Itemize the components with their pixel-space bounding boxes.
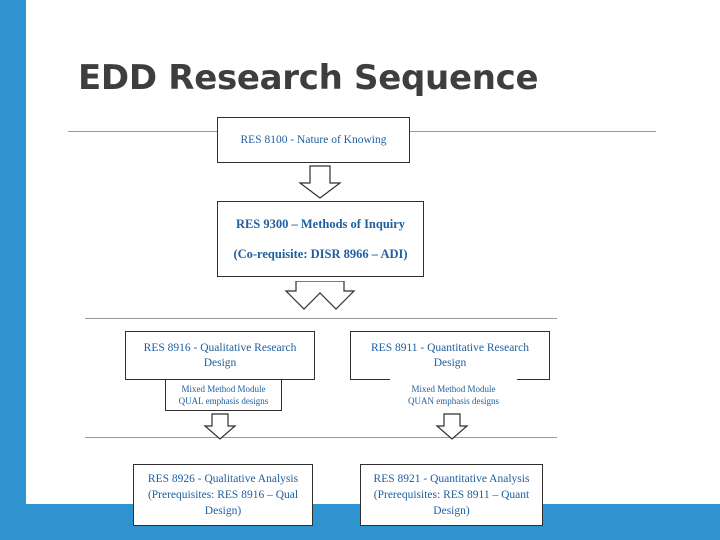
arrow-8100-to-9300-icon xyxy=(298,165,342,199)
node-res9300[interactable]: RES 9300 – Methods of Inquiry (Co-requis… xyxy=(217,201,424,277)
node-res9300-line-2: (Co-requisite: DISR 8966 – ADI) xyxy=(233,247,408,261)
node-mixed-method-quan-line-2: QUAN emphasis designs xyxy=(408,396,499,406)
arrow-8911-to-8921-icon xyxy=(435,413,469,440)
node-res8921-line-3: Design) xyxy=(433,505,470,517)
node-res8100[interactable]: RES 8100 - Nature of Knowing xyxy=(217,117,410,163)
node-mixed-method-qual[interactable]: Mixed Method Module QUAL emphasis design… xyxy=(165,379,282,411)
node-res8921-line-2: (Prerequisites: RES 8911 – Quant xyxy=(373,489,530,501)
arrow-9300-split-icon xyxy=(284,281,356,310)
node-res8916[interactable]: RES 8916 - Qualitative Research Design xyxy=(125,331,315,380)
divider-middle xyxy=(85,318,557,319)
node-res8911[interactable]: RES 8911 - Quantitative Research Design xyxy=(350,331,550,380)
node-mixed-method-quan[interactable]: Mixed Method Module QUAN emphasis design… xyxy=(390,379,517,411)
page-title: EDD Research Sequence xyxy=(78,58,539,98)
node-res8926-line-3: Design) xyxy=(204,505,242,517)
node-mixed-method-quan-line-1: Mixed Method Module xyxy=(411,384,496,394)
node-res8926-line-1: RES 8926 - Qualitative Analysis xyxy=(147,473,299,485)
node-res8911-line-2: Design xyxy=(433,356,467,369)
arrow-8916-to-8926-icon xyxy=(203,413,237,440)
node-res8916-line-1: RES 8916 - Qualitative Research xyxy=(143,341,297,354)
node-mixed-method-qual-line-1: Mixed Method Module xyxy=(181,384,266,394)
divider-bottom xyxy=(85,437,557,438)
node-res8916-line-2: Design xyxy=(203,356,237,369)
node-res9300-line-1: RES 9300 – Methods of Inquiry xyxy=(235,217,406,231)
node-res8926[interactable]: RES 8926 - Qualitative Analysis (Prerequ… xyxy=(133,464,313,526)
left-accent-bar xyxy=(0,0,26,540)
node-res8911-line-1: RES 8911 - Quantitative Research xyxy=(371,341,529,354)
node-res8921-line-1: RES 8921 - Quantitative Analysis xyxy=(373,473,530,485)
node-res8926-line-2: (Prerequisites: RES 8916 – Qual xyxy=(147,489,299,501)
node-res8100-line-1: RES 8100 - Nature of Knowing xyxy=(240,134,387,146)
node-res8921[interactable]: RES 8921 - Quantitative Analysis (Prereq… xyxy=(360,464,543,526)
node-mixed-method-qual-line-2: QUAL emphasis designs xyxy=(178,396,269,406)
